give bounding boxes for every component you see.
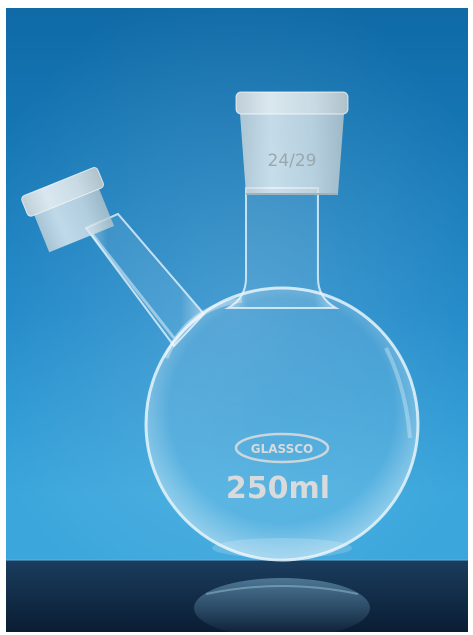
brand-logo-text: GLASSCO [251, 442, 314, 456]
side-ground-joint [21, 167, 115, 253]
volume-label: 250ml [226, 471, 330, 506]
flask-bulb [144, 286, 420, 562]
brand-logo: GLASSCO [234, 432, 330, 464]
joint-size-label: 24/29 [268, 151, 317, 171]
main-ground-joint [235, 91, 349, 195]
flask-illustration: 24/29 GLASSCO 250ml [6, 8, 468, 632]
flask-reflection [194, 578, 370, 632]
product-photo: 24/29 GLASSCO 250ml [6, 8, 468, 632]
